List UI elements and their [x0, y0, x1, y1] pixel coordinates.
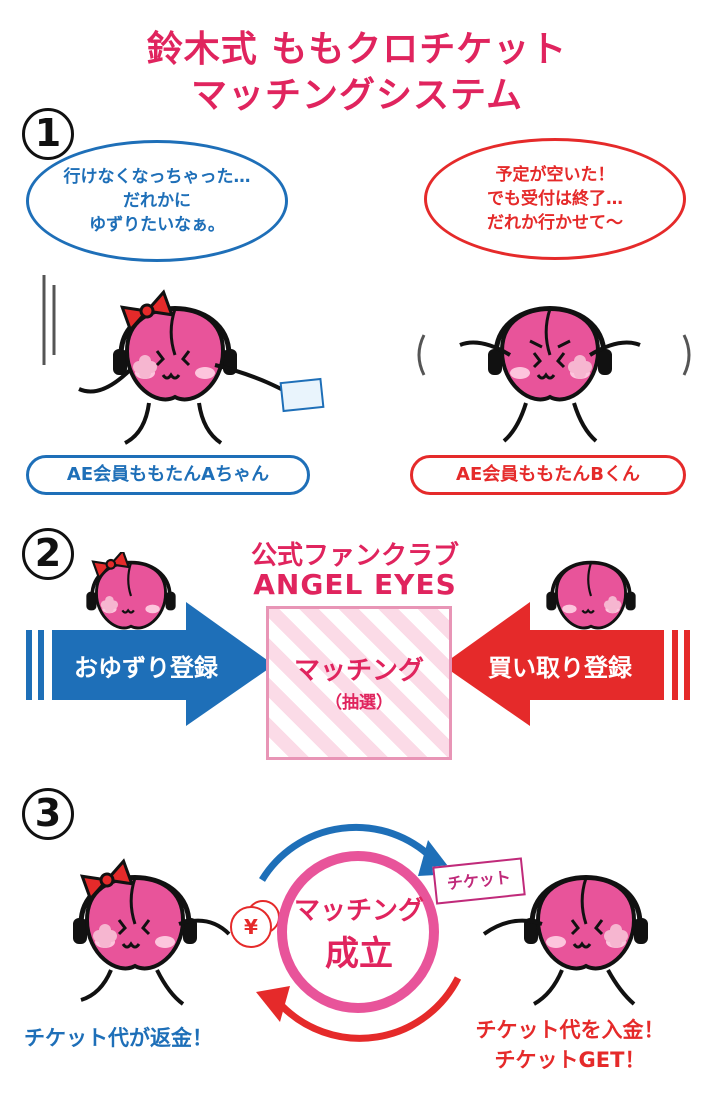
payment-caption: チケット代を入金！	[475, 1018, 665, 1042]
give-away-arrow	[26, 602, 274, 726]
character-b-illustration	[417, 255, 691, 443]
fanclub-name: ANGEL EYES	[253, 568, 457, 601]
character-a-happy	[30, 859, 231, 1006]
matching-label: マッチング	[293, 656, 424, 686]
bubble-left-line-3: ゆずりたいなぁ。	[89, 215, 225, 235]
speech-bubble-right: 予定が空いた！ でも受付は終了… だれか行かせて〜	[424, 138, 686, 260]
bubble-right-line-3: だれか行かせて〜	[487, 213, 623, 233]
match-success-line-1: マッチング	[293, 896, 424, 926]
speech-bubble-left: 行けなくなっちゃった… だれかに ゆずりたいなぁ。	[26, 140, 288, 262]
bubble-right-line-2: でも受付は終了…	[487, 189, 623, 209]
bubble-left-line-1: 行けなくなっちゃった…	[63, 167, 251, 187]
bubble-left-line-2: だれかに	[123, 191, 191, 211]
refund-caption: チケット代が返金！	[24, 1026, 213, 1050]
step-3-number: 3	[22, 788, 74, 840]
ticket-get-caption: チケットGET！	[494, 1048, 646, 1072]
character-b-happy	[482, 840, 688, 1006]
buy-label: 買い取り登録	[488, 654, 632, 682]
fanclub-label: 公式ファンクラブ	[250, 541, 459, 571]
buy-arrow	[442, 602, 690, 726]
matching-box	[266, 606, 452, 760]
match-success-line-2: 成立	[325, 934, 393, 974]
title-line-1: 鈴木式 ももクロチケット	[146, 29, 568, 70]
step-2-number: 2	[22, 528, 74, 580]
matching-sub-label: （抽選）	[325, 693, 393, 713]
title-line-2: マッチングシステム	[191, 75, 523, 116]
yen-coin-icon: ¥	[230, 906, 272, 948]
give-away-label: おゆずり登録	[74, 654, 218, 682]
character-a-illustration	[42, 275, 325, 445]
step-1-number: 1	[22, 108, 74, 160]
member-label-a: AE会員ももたんAちゃん	[26, 455, 310, 495]
member-label-b: AE会員ももたんBくん	[410, 455, 686, 495]
bubble-right-line-1: 予定が空いた！	[495, 165, 615, 185]
